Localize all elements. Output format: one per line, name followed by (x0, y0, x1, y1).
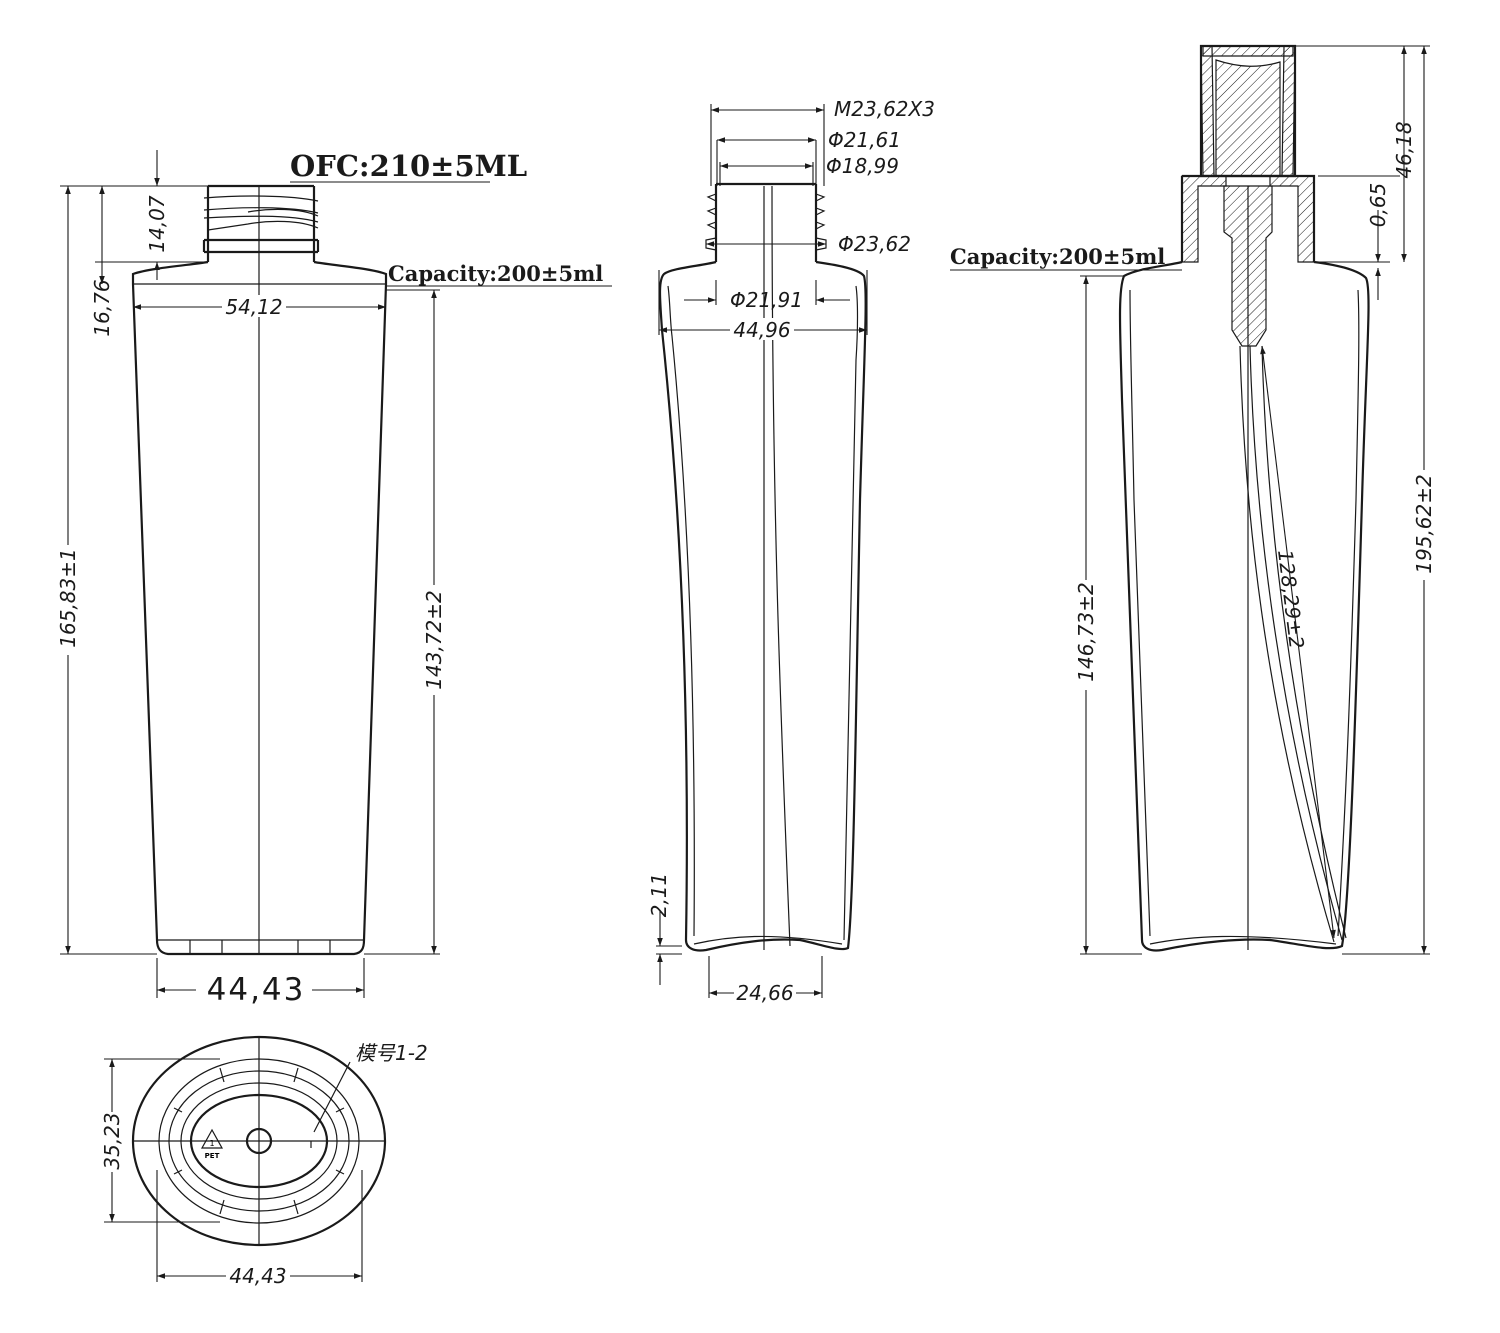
assembly-tube-dim-line (1260, 345, 1336, 939)
cap-right-wall (1281, 45, 1296, 177)
collar-left (1181, 175, 1227, 263)
front-total-height-dim: 165,83±1 (56, 548, 80, 647)
bottom-view: 1 PET 模号1-2 35,23 44,43 (100, 1035, 428, 1288)
assembly-extension-lines (1080, 45, 1430, 955)
side-thread-left (705, 193, 717, 251)
assembly-inner-wall (1129, 289, 1360, 945)
side-thread-right (815, 193, 827, 251)
collar-outline (1180, 174, 1316, 262)
assembly-body-height-dim: 146,73±2 (1074, 582, 1098, 681)
front-shoulder-height-dim: 16,76 (90, 279, 114, 336)
side-body-inner-wall (667, 285, 859, 945)
side-base-width-dim: 24,66 (736, 981, 793, 1005)
side-centerline (763, 185, 791, 950)
cap-left-wall (1200, 45, 1215, 177)
side-d4-dim: Φ21,91 (730, 288, 803, 312)
ofc-label: OFC:210±5ML (290, 149, 527, 183)
side-width-dim: 44,96 (733, 318, 790, 342)
bottom-width-dim: 44,43 (229, 1264, 286, 1288)
assembly-view: Capacity:200±5ml 46,18 0,65 195,62±2 146… (950, 44, 1436, 955)
front-body-height-dim: 143,72±2 (422, 590, 446, 689)
front-capacity-label: Capacity:200±5ml (388, 261, 603, 286)
recycle-number: 1 (209, 1139, 214, 1148)
bottom-ribs (173, 1067, 345, 1215)
mold-leader-line (310, 1061, 351, 1148)
side-base-offset-dim: 2,11 (647, 873, 671, 918)
bottom-depth-dim: 35,23 (100, 1112, 124, 1169)
assembly-capacity-label: Capacity:200±5ml (950, 244, 1165, 269)
side-d3-dim: Φ23,62 (838, 232, 911, 256)
front-neck-height-dim: 14,07 (145, 195, 169, 253)
recycle-label: PET (205, 1152, 220, 1160)
bottom-extension-lines (104, 1058, 363, 1282)
side-body-outline (658, 260, 867, 952)
front-shoulder-width-dim: 54,12 (225, 295, 282, 319)
front-view: OFC:210±5ML Capacity:200±5ml 14,07 16,76… (56, 149, 612, 1008)
front-extension-lines (60, 185, 440, 998)
collar-right (1269, 175, 1315, 263)
assembly-tube-length-dim: 128,29±2 (1273, 548, 1309, 650)
cap-top (1202, 45, 1294, 57)
assembly-total-height-dim: 195,62±2 (1412, 474, 1436, 573)
front-base-width-dim: 44,43 (207, 972, 306, 1008)
assembly-cap-height-dim: 46,18 (1392, 121, 1416, 178)
recycle-icon (200, 1128, 224, 1149)
mold-number-label: 模号1-2 (355, 1041, 428, 1065)
side-neck-outline (714, 182, 818, 262)
front-neck-outline (202, 184, 320, 262)
front-body-outline (131, 260, 388, 956)
assembly-gap-dim: 0,65 (1366, 183, 1390, 228)
assembly-body-outline (1118, 260, 1370, 952)
pump-head-hatch (1215, 59, 1281, 177)
front-base-feet (157, 939, 364, 954)
side-d1-dim: Φ21,61 (828, 128, 901, 152)
front-thread (203, 195, 319, 231)
side-view: M23,62X3 Φ21,61 Φ18,99 Φ23,62 Φ21,91 44,… (647, 97, 935, 1005)
side-d2-dim: Φ18,99 (826, 154, 899, 178)
side-thread-dim: M23,62X3 (834, 97, 935, 121)
side-extension-lines (656, 104, 868, 998)
